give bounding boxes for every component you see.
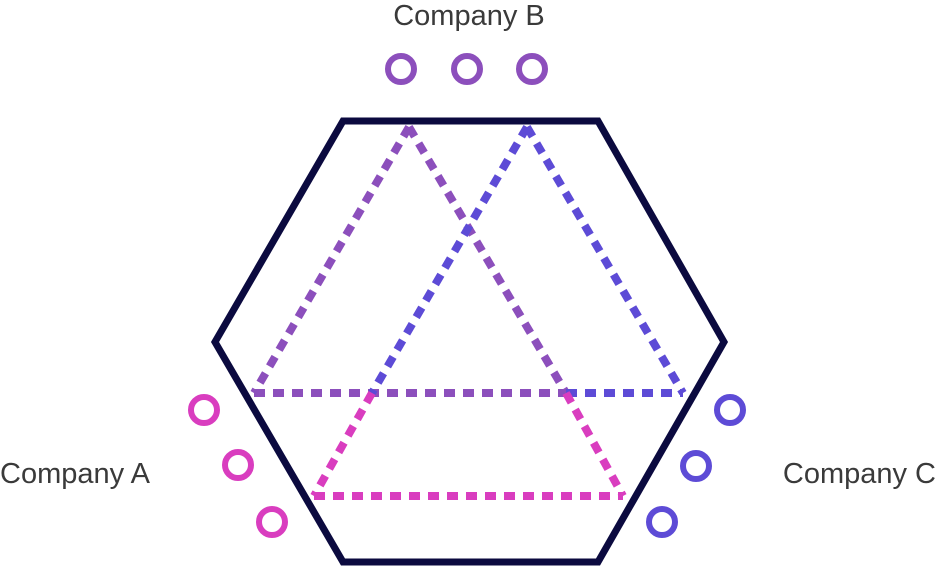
company-c-circle [714,394,746,426]
company-a-triangle-right-edge [562,391,627,498]
company-c-label: Company C [783,458,936,490]
company-b-circle [385,53,417,85]
company-b-circles [385,53,548,85]
company-a-circle [256,506,288,538]
company-b-triangle-right-edge [405,124,570,396]
company-a-circle [188,394,220,426]
company-a-triangle [310,391,627,500]
company-a-circles [188,394,288,538]
company-a-circle [222,449,254,481]
company-b-label: Company B [393,0,545,32]
company-c-circle [646,506,678,538]
company-c-circle [680,450,712,482]
hexagon-outline [210,117,729,566]
company-c-triangle-right-edge [523,124,687,396]
company-b-circle [516,53,548,85]
company-b-circle [451,53,483,85]
company-c-triangle [368,124,687,397]
company-a-triangle-left-edge [310,391,376,498]
company-a-label: Company A [0,458,151,490]
company-b-triangle [250,124,570,397]
company-c-circles [646,394,746,538]
company-c-triangle-left-edge [368,124,531,396]
company-b-triangle-left-edge [250,124,413,396]
